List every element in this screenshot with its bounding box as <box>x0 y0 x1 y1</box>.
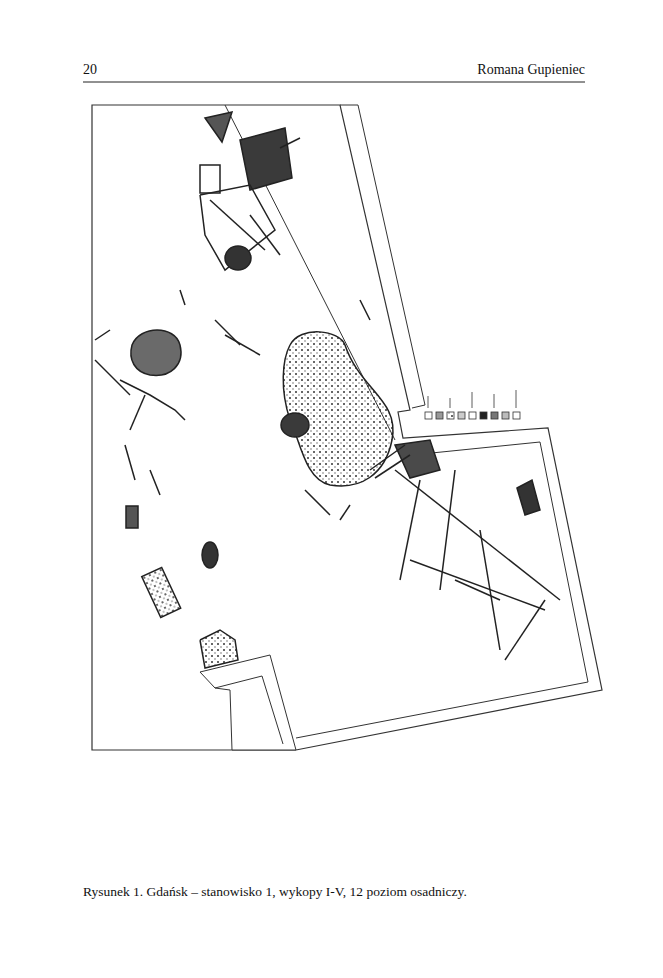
header-rule <box>83 82 585 83</box>
trench-notch <box>200 655 296 750</box>
excavation-frame <box>92 105 602 750</box>
page-number: 20 <box>83 62 97 79</box>
running-head: Romana Gupieniec <box>477 62 585 79</box>
features <box>95 112 560 668</box>
figure-caption: Rysunek 1. Gdańsk – stanowisko 1, wykopy… <box>83 884 467 900</box>
trench-wall <box>215 676 283 744</box>
legend-swatches <box>425 390 520 419</box>
